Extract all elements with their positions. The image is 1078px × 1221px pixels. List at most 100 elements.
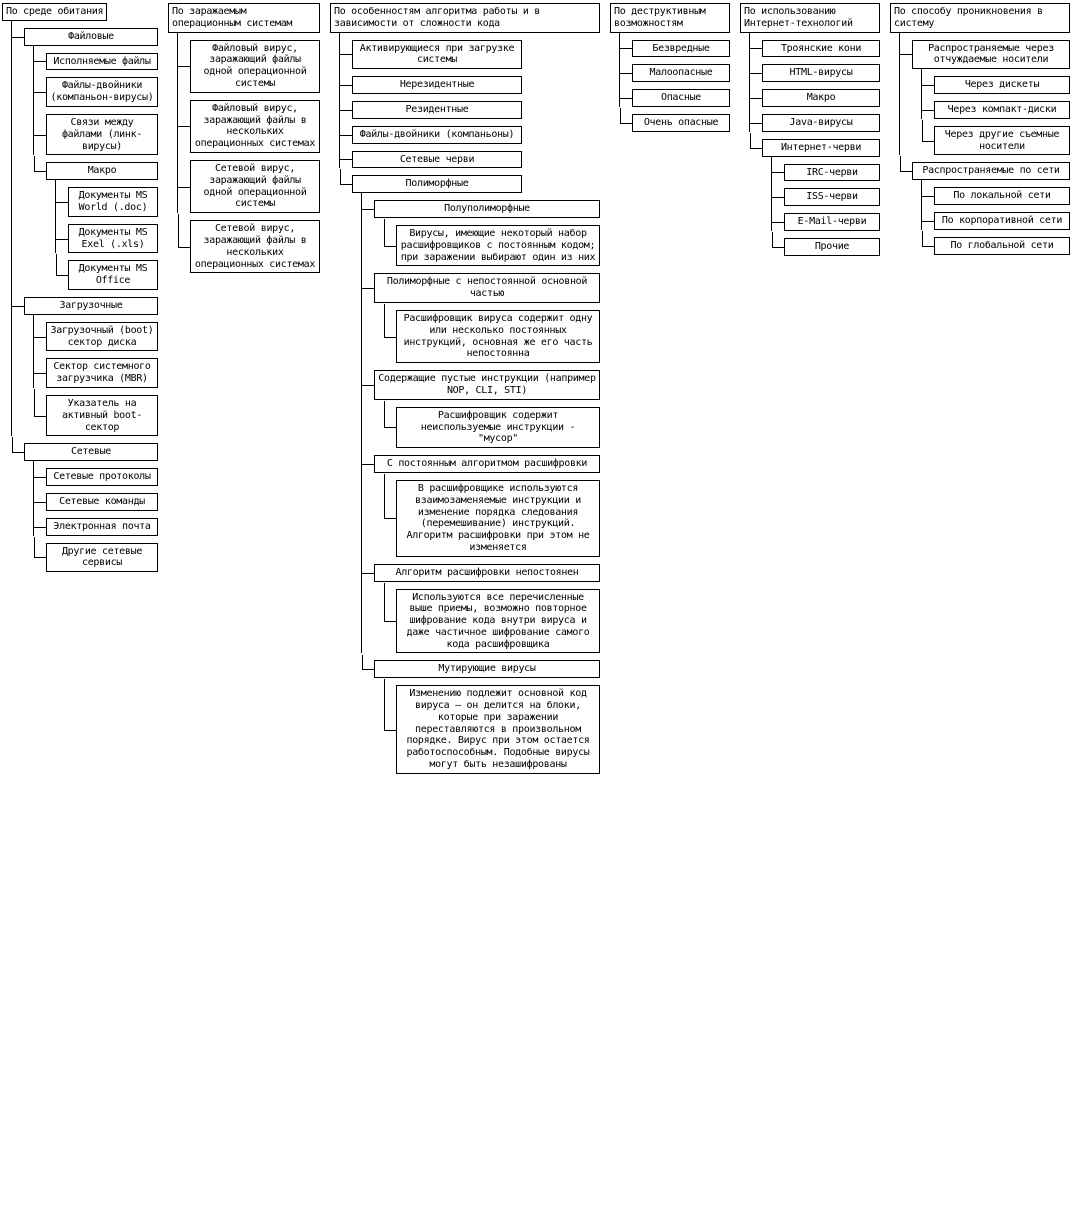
node-box: Через компакт-диски — [922, 100, 1070, 119]
tree-children: Безвредные Малоопасные Опасные Очень опа… — [619, 32, 730, 132]
tree-node: Исполняемые файлы — [33, 45, 158, 71]
tree-node: Файлы-двойники (компаньон-вирусы) — [33, 70, 158, 107]
virus-classification-diagram: По среде обитания Файловые Исполняемые ф… — [2, 3, 1078, 774]
tree-node: Очень опасные — [619, 107, 730, 132]
node-description: Используются все перечисленные выше прие… — [384, 582, 600, 654]
tree-children: По локальной сети По корпоративной сети … — [921, 180, 1070, 255]
tree-node: По способу проникновения в систему Распр… — [890, 3, 1070, 255]
tree-children: Используются все перечисленные выше прие… — [383, 582, 600, 654]
tree-node: Полуполиморфные Вирусы, имеющие некоторы… — [361, 193, 600, 267]
node-description: Вирусы, имеющие некоторый набор расшифро… — [384, 218, 600, 267]
tree-node: Через компакт-диски — [921, 93, 1070, 119]
tree-node: По деструктивным возможностям Безвредные… — [610, 3, 730, 132]
tree-node: Файловый вирус, заражающий файлы в неско… — [177, 92, 320, 154]
node-box: Файлы-двойники (компаньоны) — [340, 125, 522, 144]
node-box: Файловый вирус, заражающий файлы одной о… — [178, 39, 320, 93]
tree-node: Сетевые команды — [33, 485, 158, 511]
node-box: Другие сетевые сервисы — [34, 536, 158, 573]
tree-node: Расшифровщик вируса содержит одну или не… — [383, 303, 600, 364]
node-box: Документы MS Exel (.xls) — [56, 223, 158, 254]
node-box: По локальной сети — [922, 187, 1070, 205]
tree-node: Сетевые протоколы — [33, 461, 158, 486]
root-by-internet: По использованию Интернет-технологий — [740, 3, 880, 33]
node-box: Безвредные — [620, 39, 730, 58]
tree-children: Троянские кони HTML-вирусы Макро Java-ви… — [749, 32, 880, 256]
tree-children: Активирующиеся при загрузке системы Нере… — [339, 32, 600, 774]
node-mutating-viruses: Мутирующие вирусы — [362, 654, 600, 679]
tree-node: Мутирующие вирусы Изменению подлежит осн… — [361, 653, 600, 774]
node-box: Очень опасные — [620, 108, 730, 132]
tree-node: Сетевые черви — [339, 143, 600, 169]
tree-children: Файловый вирус, заражающий файлы одной о… — [177, 32, 320, 274]
column-by-algorithm: По особенностям алгоритма работы и в зав… — [330, 3, 610, 774]
tree-children: IRC-черви ISS-черви E-Mail-черви Прочие — [771, 156, 880, 256]
root-by-habitat: По среде обитания — [2, 3, 108, 21]
node-box: Документы MS World (.doc) — [56, 187, 158, 217]
node-box: Опасные — [620, 89, 730, 107]
tree-node: Связи между файлами (линк-вирусы) — [33, 106, 158, 156]
tree-node: Нерезидентные — [339, 69, 600, 94]
tree-node: Полиморфные с непостоянной основной част… — [361, 266, 600, 364]
tree-node: Малоопасные — [619, 57, 730, 83]
tree-node: Распространяемые через отчуждаемые носит… — [899, 32, 1070, 156]
tree-node: С постоянным алгоритмом расшифровки В ра… — [361, 448, 600, 557]
tree-node: Электронная почта — [33, 510, 158, 536]
tree-node: ISS-черви — [771, 181, 880, 207]
tree-node: Троянские кони — [749, 32, 880, 58]
node-box: Малоопасные — [620, 64, 730, 83]
tree-children: Через дискеты Через компакт-диски Через … — [921, 69, 1070, 156]
node-box: Электронная почта — [34, 517, 158, 536]
node-macro: Макро — [34, 156, 158, 181]
tree-node: IRC-черви — [771, 156, 880, 182]
node-box: Прочие — [772, 232, 880, 256]
node-box: Java-вирусы — [750, 113, 880, 132]
node-semi-polymorphic: Полуполиморфные — [362, 200, 600, 218]
node-box: Активирующиеся при загрузке системы — [340, 39, 522, 70]
tree-node: Полиморфные Полуполиморфные Вирусы, имею… — [339, 168, 600, 774]
root-by-penetration: По способу проникновения в систему — [890, 3, 1070, 33]
node-box: По корпоративной сети — [922, 211, 1070, 230]
tree-node: По среде обитания Файловые Исполняемые ф… — [2, 3, 158, 573]
node-box: Сетевой вирус, заражающий файлы одной оп… — [178, 159, 320, 214]
node-description: Расшифровщик вируса содержит одну или не… — [384, 303, 600, 364]
column-by-penetration: По способу проникновения в систему Распр… — [890, 3, 1078, 255]
tree-children: Исполняемые файлы Файлы-двойники (компан… — [33, 45, 158, 290]
tree-node: Изменению подлежит основной код вируса –… — [383, 678, 600, 774]
root-by-os: По заражаемым операционным системам — [168, 3, 320, 33]
tree-node: В расшифровщике используются взаимозамен… — [383, 473, 600, 557]
node-box: Загрузочный (boot) сектор диска — [34, 321, 158, 352]
tree-node: По особенностям алгоритма работы и в зав… — [330, 3, 600, 774]
tree-node: Указатель на активный boot-сектор — [33, 388, 158, 437]
root-by-destructive: По деструктивным возможностям — [610, 3, 730, 33]
node-box: Сетевой вирус, заражающий файлы в нескол… — [178, 214, 320, 274]
tree-children: Сетевые протоколы Сетевые команды Электр… — [33, 461, 158, 573]
tree-node: Используются все перечисленные выше прие… — [383, 582, 600, 654]
node-box: Троянские кони — [750, 39, 880, 58]
tree-children: Расшифровщик вируса содержит одну или не… — [383, 303, 600, 364]
node-description: Изменению подлежит основной код вируса –… — [384, 679, 600, 774]
tree-node: Расшифровщик содержит неиспользуемые инс… — [383, 400, 600, 449]
tree-node: Документы MS World (.doc) — [55, 180, 158, 217]
node-box: Сетевые протоколы — [34, 468, 158, 486]
node-network-spread: Распространяемые по сети — [900, 156, 1070, 181]
tree-node: Java-вирусы — [749, 106, 880, 132]
node-nonconstant-body: Полиморфные с непостоянной основной част… — [362, 273, 600, 303]
tree-children: Вирусы, имеющие некоторый набор расшифро… — [383, 218, 600, 267]
node-description: Расшифровщик содержит неиспользуемые инс… — [384, 400, 600, 449]
tree-node: Документы MS Exel (.xls) — [55, 216, 158, 254]
tree-node: Макро — [749, 82, 880, 107]
tree-node: Макро Документы MS World (.doc) Документ… — [33, 155, 158, 290]
node-box: Файловый вирус, заражающий файлы в неско… — [178, 99, 320, 153]
node-boot-viruses: Загрузочные — [12, 296, 158, 315]
tree-children: В расшифровщике используются взаимозамен… — [383, 473, 600, 557]
node-description: В расшифровщике используются взаимозамен… — [384, 473, 600, 557]
node-box: Указатель на активный boot-сектор — [34, 388, 158, 437]
tree-node: Сетевой вирус, заражающий файлы в нескол… — [177, 213, 320, 274]
tree-node: HTML-вирусы — [749, 57, 880, 83]
tree-node: Безвредные — [619, 32, 730, 58]
node-nonconstant-algorithm: Алгоритм расшифровки непостоянен — [362, 563, 600, 582]
node-box: HTML-вирусы — [750, 64, 880, 83]
tree-children: Документы MS World (.doc) Документы MS E… — [55, 180, 158, 290]
node-box: Исполняемые файлы — [34, 52, 158, 71]
node-box: Через другие съемные носители — [922, 119, 1070, 156]
